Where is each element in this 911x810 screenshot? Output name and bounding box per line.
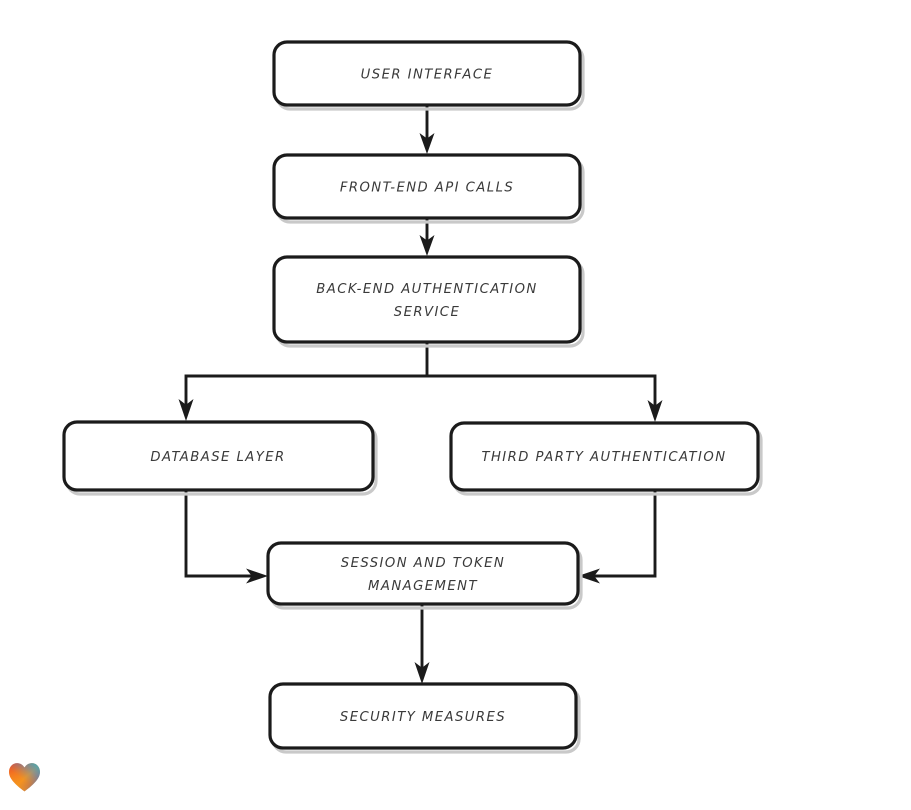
edge-database-to-session bbox=[184, 490, 268, 584]
node-layer: USER INTERFACE FRONT-END API CALLS BACK-… bbox=[62, 40, 763, 754]
node-front-end-api-calls[interactable]: FRONT-END API CALLS bbox=[272, 153, 585, 224]
node-label-session-and-token-management-line1: SESSION AND TOKEN bbox=[341, 556, 505, 571]
heart-logo bbox=[9, 763, 40, 792]
node-label-front-end-api-calls: FRONT-END API CALLS bbox=[340, 181, 514, 196]
heart-shape-overlay bbox=[9, 763, 40, 792]
node-label-back-end-authentication-service-line2: SERVICE bbox=[394, 305, 460, 320]
edge-backend-to-thirdparty bbox=[427, 374, 663, 422]
node-user-interface[interactable]: USER INTERFACE bbox=[272, 40, 585, 111]
node-label-session-and-token-management-line2: MANAGEMENT bbox=[368, 579, 478, 594]
node-back-end-authentication-service[interactable]: BACK-END AUTHENTICATION SERVICE bbox=[272, 255, 585, 348]
edge-api-to-backend bbox=[419, 218, 435, 256]
node-session-and-token-management[interactable]: SESSION AND TOKEN MANAGEMENT bbox=[266, 541, 583, 610]
node-label-third-party-authentication: THIRD PARTY AUTHENTICATION bbox=[481, 450, 726, 465]
node-database-layer[interactable]: DATABASE LAYER bbox=[62, 420, 378, 496]
node-label-database-layer: DATABASE LAYER bbox=[150, 450, 285, 465]
node-security-measures[interactable]: SECURITY MEASURES bbox=[268, 682, 581, 754]
edge-ui-to-api bbox=[419, 105, 435, 154]
node-label-user-interface: USER INTERFACE bbox=[361, 68, 494, 83]
edge-thirdparty-to-session bbox=[578, 490, 657, 584]
node-label-back-end-authentication-service-line1: BACK-END AUTHENTICATION bbox=[316, 282, 538, 297]
node-third-party-authentication[interactable]: THIRD PARTY AUTHENTICATION bbox=[449, 421, 763, 496]
edge-backend-to-branch bbox=[178, 342, 429, 421]
edge-session-to-security bbox=[414, 604, 430, 684]
node-label-security-measures: SECURITY MEASURES bbox=[340, 710, 506, 725]
edge-layer bbox=[178, 105, 663, 684]
